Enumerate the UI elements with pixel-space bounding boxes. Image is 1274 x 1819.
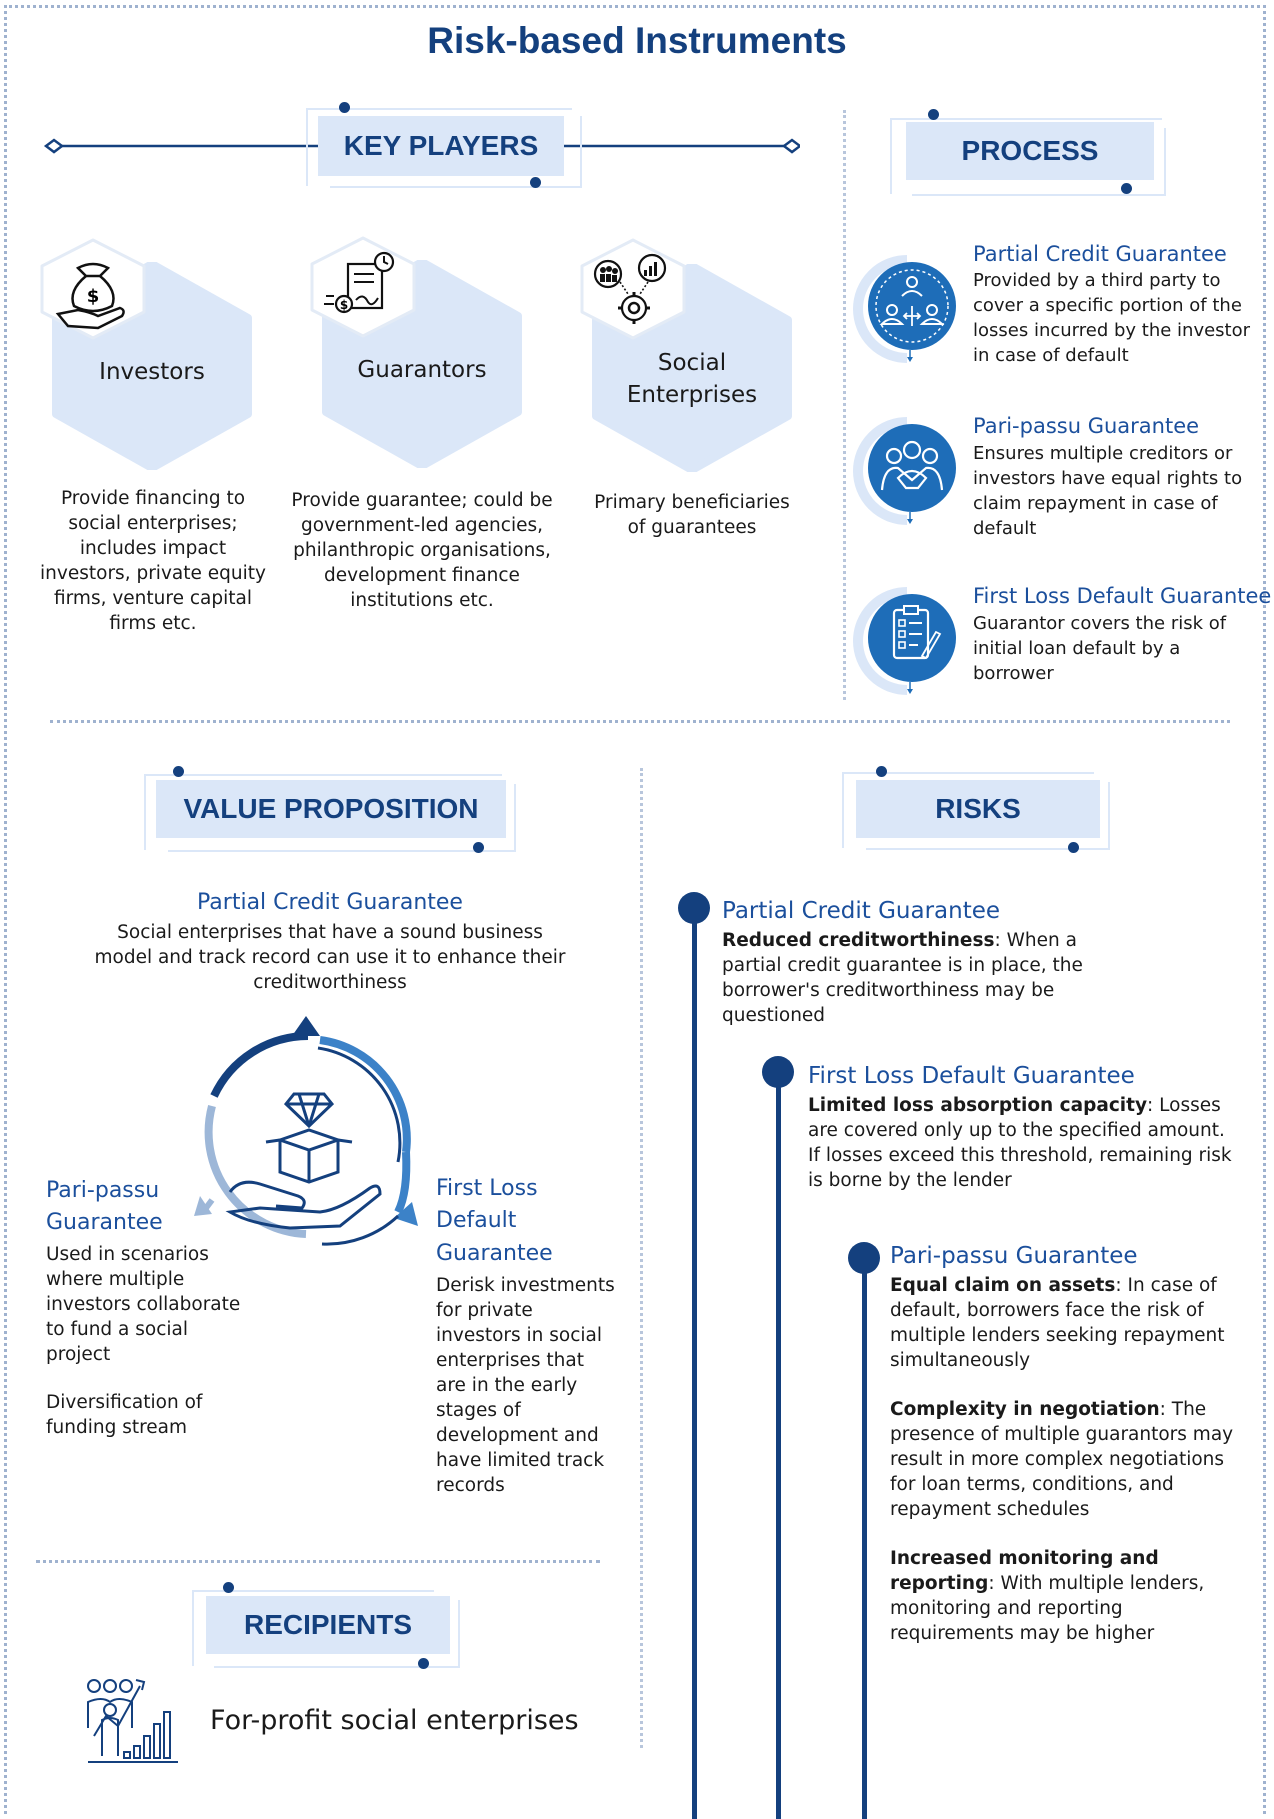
value-proposition-heading: VALUE PROPOSITION bbox=[156, 780, 506, 838]
column-divider bbox=[640, 768, 643, 1748]
risk-3-body-1: : In case of default, borrowers face the… bbox=[890, 1275, 1225, 1371]
risk-2-bold: Limited loss absorption capacity bbox=[808, 1095, 1148, 1116]
svg-text:$: $ bbox=[340, 298, 348, 312]
risk-3-text-1: Equal claim on assets: In case of defaul… bbox=[890, 1273, 1250, 1373]
guarantors-label: Guarantors bbox=[357, 357, 487, 383]
diamond-box-hand-icon bbox=[225, 1092, 382, 1230]
risk-1-text: Reduced creditworthiness: When a partial… bbox=[722, 928, 1142, 1028]
value-bracket-2 bbox=[168, 784, 516, 852]
risks-bracket-2 bbox=[866, 782, 1110, 850]
recipients-bracket-2 bbox=[214, 1600, 460, 1668]
risk-3-body-3: : With multiple lenders, monitoring and … bbox=[890, 1573, 1205, 1644]
risk-3-bold-1: Equal claim on assets bbox=[890, 1275, 1116, 1296]
risks-heading: RISKS bbox=[856, 780, 1100, 838]
key-players-heading: KEY PLAYERS bbox=[318, 116, 564, 176]
risk-3-text-2: Complexity in negotiation: The presence … bbox=[890, 1397, 1250, 1522]
risk-2-title: First Loss Default Guarantee bbox=[808, 1063, 1135, 1089]
key-players-bracket-2 bbox=[330, 116, 582, 188]
page-title: Risk-based Instruments bbox=[427, 20, 847, 61]
bullet-dot bbox=[876, 766, 887, 777]
money-bag-hand-icon: $ bbox=[38, 236, 148, 344]
guarantors-desc: Provide guarantee; could be government-l… bbox=[291, 490, 553, 611]
bullet-dot bbox=[473, 842, 484, 853]
process-2-title: Pari-passu Guarantee bbox=[973, 414, 1200, 438]
risk-3-title: Pari-passu Guarantee bbox=[890, 1243, 1138, 1269]
value-left-title-2: Guarantee bbox=[46, 1210, 163, 1235]
bullet-dot bbox=[339, 102, 350, 113]
svg-text:$: $ bbox=[87, 286, 100, 307]
investors-desc: Provide financing to social enterprises;… bbox=[40, 488, 266, 634]
team-growth-gear-icon bbox=[578, 236, 688, 344]
bullet-dot bbox=[173, 766, 184, 777]
bullet-dot bbox=[530, 177, 541, 188]
value-right-text: Derisk investments for private investors… bbox=[436, 1275, 615, 1496]
risk-3-bold-3: Increased monitoring and reporting bbox=[890, 1548, 1159, 1594]
value-right-title-2: Default bbox=[436, 1208, 517, 1233]
process-2-text: Ensures multiple creditors or investors … bbox=[973, 443, 1243, 539]
contract-signing-icon: $ bbox=[308, 234, 418, 342]
risks-bracket bbox=[842, 772, 1094, 848]
checklist-clipboard-icon bbox=[853, 587, 956, 695]
value-left-text: Used in scenarios where multiple investo… bbox=[46, 1244, 241, 1365]
risk-2-text: Limited loss absorption capacity: Losses… bbox=[808, 1093, 1238, 1193]
process-1-title: Partial Credit Guarantee bbox=[973, 242, 1227, 266]
social-enterprises-label-1: Social bbox=[657, 350, 727, 376]
process-heading: PROCESS bbox=[906, 122, 1154, 180]
process-bracket bbox=[890, 118, 1162, 194]
social-enterprises-label-2: Enterprises bbox=[626, 382, 758, 408]
risk-timeline bbox=[678, 892, 794, 1819]
section-divider bbox=[50, 720, 1230, 723]
page-border bbox=[4, 5, 1266, 1814]
value-bracket bbox=[144, 774, 502, 850]
key-players-bracket bbox=[306, 108, 572, 186]
bullet-dot bbox=[1068, 842, 1079, 853]
risk-3-body-2: : The presence of multiple guarantors ma… bbox=[890, 1399, 1234, 1520]
value-right-title-3: Guarantee bbox=[436, 1241, 553, 1266]
bullet-dot bbox=[418, 1658, 429, 1669]
risk-1-bold: Reduced creditworthiness bbox=[722, 930, 995, 951]
risk-1-body: : When a partial credit guarantee is in … bbox=[722, 930, 1083, 1026]
risk-timeline-3 bbox=[848, 1242, 880, 1819]
value-left-text-2: Diversification of funding stream bbox=[46, 1392, 203, 1438]
people-growth-chart-icon bbox=[87, 1679, 178, 1763]
risk-3-text-3: Increased monitoring and reporting: With… bbox=[890, 1546, 1250, 1646]
recipients-bracket bbox=[192, 1590, 434, 1666]
process-1-text: Provided by a third party to cover a spe… bbox=[973, 270, 1251, 366]
recipients-heading: RECIPIENTS bbox=[206, 1596, 450, 1654]
process-divider bbox=[843, 110, 846, 700]
people-exchange-icon bbox=[853, 255, 956, 363]
value-top-title: Partial Credit Guarantee bbox=[197, 890, 463, 915]
cycle-diagram bbox=[194, 1016, 418, 1246]
value-top-text: Social enterprises that have a sound bus… bbox=[94, 922, 566, 993]
risk-3-bold-2: Complexity in negotiation bbox=[890, 1399, 1160, 1420]
process-3-title: First Loss Default Guarantee bbox=[973, 584, 1272, 608]
risk-1-title: Partial Credit Guarantee bbox=[722, 898, 1001, 924]
recipients-divider bbox=[36, 1560, 600, 1563]
value-right-title-1: First Loss bbox=[436, 1176, 538, 1201]
social-enterprises-desc: Primary beneficiaries of guarantees bbox=[594, 492, 790, 538]
process-3-text: Guarantor covers the risk of initial loa… bbox=[973, 613, 1227, 684]
process-bracket-2 bbox=[912, 128, 1166, 196]
bullet-dot bbox=[1121, 183, 1132, 194]
recipients-text: For-profit social enterprises bbox=[210, 1705, 579, 1736]
investors-label: Investors bbox=[99, 359, 205, 385]
group-handshake-icon bbox=[853, 417, 956, 525]
risk-2-body: : Losses are covered only up to the spec… bbox=[808, 1095, 1232, 1191]
value-left-title-1: Pari-passu bbox=[46, 1178, 160, 1203]
bullet-dot bbox=[928, 109, 939, 120]
bullet-dot bbox=[223, 1582, 234, 1593]
